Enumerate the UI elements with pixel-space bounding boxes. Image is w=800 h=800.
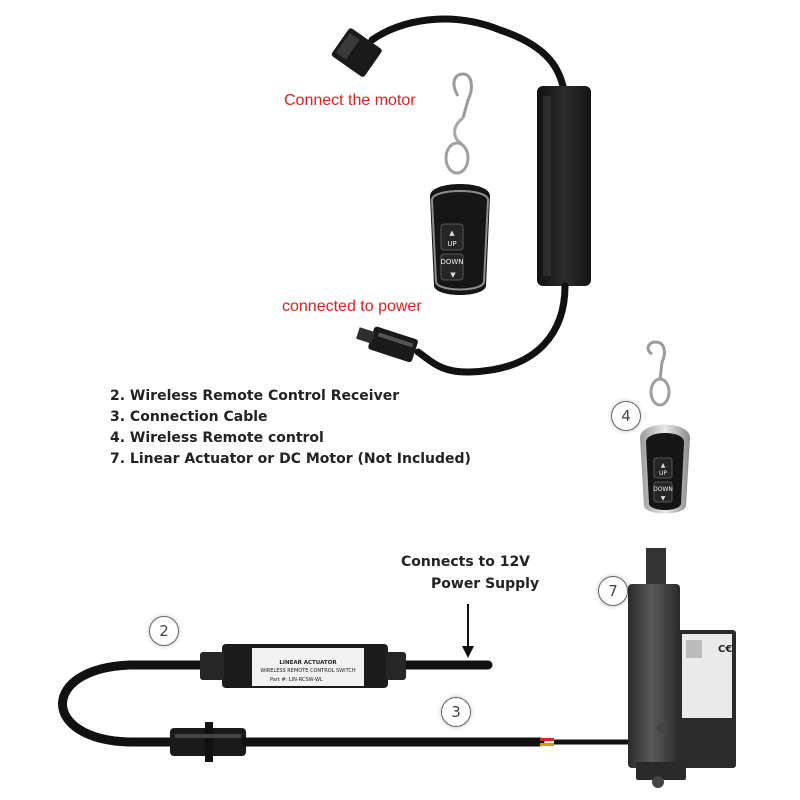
svg-text:▲: ▲ <box>449 229 455 237</box>
wiring-diagram: LINEAR ACTUATOR WIRELESS REMOTE CONTROL … <box>58 548 736 788</box>
legend-item: 3. Connection Cable <box>110 409 268 425</box>
fob-down-button <box>440 253 464 281</box>
receiver-label-line2: WIRELESS REMOTE CONTROL SWITCH <box>260 668 355 674</box>
linear-actuator: C€ <box>628 548 736 788</box>
connect-motor-label: Connect the motor <box>284 92 416 109</box>
top-receiver-assembly <box>331 15 591 376</box>
small-fob-up-button <box>653 457 673 479</box>
small-remote-fob: ▲ ▼ UP DOWN <box>640 340 690 514</box>
parts-legend: 2. Wireless Remote Control Receiver 3. C… <box>110 386 471 470</box>
callout-actuator: 7 <box>598 576 628 606</box>
motor-connector <box>331 28 382 77</box>
power-note-line1: Connects to 12V <box>401 554 531 570</box>
small-fob-down-label: DOWN <box>653 486 673 493</box>
callout-receiver: 2 <box>149 616 179 646</box>
power-note-line2: Power Supply <box>431 576 540 592</box>
top-remote-fob: ▲ ▼ UP DOWN <box>430 72 490 295</box>
svg-text:▼: ▼ <box>661 495 666 502</box>
receiver-label <box>252 648 364 686</box>
small-fob-up-label: UP <box>659 470 667 477</box>
callout-cable: 3 <box>441 697 471 727</box>
svg-text:C€: C€ <box>718 644 732 655</box>
keyring-clip <box>452 72 473 119</box>
svg-text:▲: ▲ <box>661 462 666 469</box>
power-cable <box>414 282 569 376</box>
legend-item: 2. Wireless Remote Control Receiver <box>110 388 400 404</box>
motor-cable <box>368 15 569 96</box>
fob-down-label: DOWN <box>440 258 463 266</box>
receiver-label-line3: Part #: LIN-RCSW-WL <box>270 677 323 683</box>
legend-item: 7. Linear Actuator or DC Motor (Not Incl… <box>110 451 471 467</box>
connection-cable-loop <box>58 660 227 747</box>
legend-item: 4. Wireless Remote control <box>110 430 324 446</box>
small-fob-down-button <box>653 481 673 503</box>
connected-power-label: connected to power <box>282 298 422 315</box>
fob-up-button <box>440 223 464 251</box>
power-connector <box>356 326 418 363</box>
svg-text:▼: ▼ <box>450 271 456 279</box>
fob-up-label: UP <box>447 240 456 248</box>
receiver-label-line1: LINEAR ACTUATOR <box>279 660 337 666</box>
callout-remote: 4 <box>611 401 641 431</box>
